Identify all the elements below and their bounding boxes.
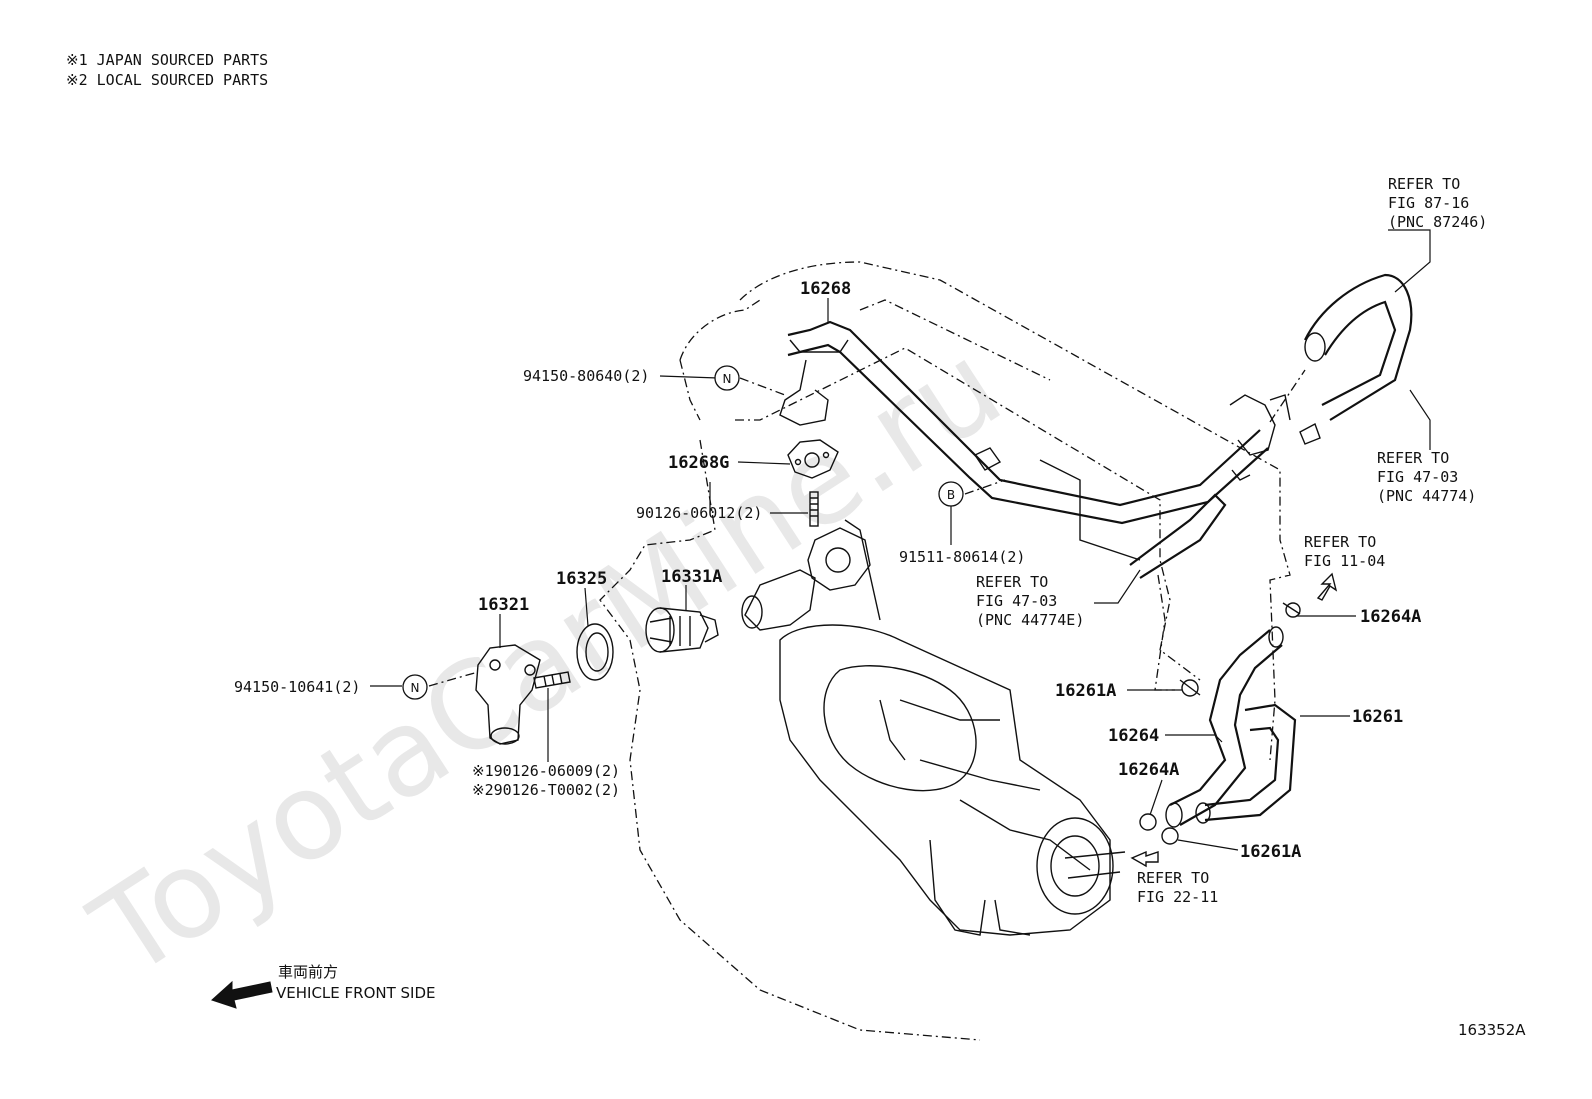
figure-id: 163352A [1458,1021,1526,1039]
orientation-en: VEHICLE FRONT SIDE [276,984,436,1002]
ref-line: REFER TO [1388,175,1460,193]
label-16268G[interactable]: 16268G [668,453,729,473]
clamp-16264A-top [1282,602,1301,618]
ref-line: (PNC 44774E) [976,611,1084,629]
arrow-fig-11-04 [1316,572,1338,601]
mark-n-text: N [723,372,732,386]
ref-line: FIG 47-03 [976,592,1057,610]
ref-fig-22-11[interactable]: REFER TO FIG 22-11 [1137,869,1218,906]
clamp-16264A-bot [1139,813,1157,831]
label-16331A[interactable]: 16331A [661,567,722,587]
dashed-leaders [428,369,1306,691]
label-16264A-top[interactable]: 16264A [1360,607,1421,627]
note-local-sourced: ※2 LOCAL SOURCED PARTS [66,71,268,89]
ref-line: (PNC 44774) [1377,487,1476,505]
water-hose-16261 [1195,703,1297,824]
label-90126-06009[interactable]: ※190126-06009(2) [472,762,620,780]
ref-fig-47-03-a[interactable]: REFER TO FIG 47-03 (PNC 44774) [1377,449,1476,505]
heater-hose-44774E [1129,493,1227,579]
label-16325[interactable]: 16325 [556,569,607,589]
arrow-fig-22-11 [1130,850,1159,868]
label-94150-80640[interactable]: 94150-80640(2) [523,367,649,385]
ref-line: FIG 11-04 [1304,552,1385,570]
label-94150-10641[interactable]: 94150-10641(2) [234,678,360,696]
ref-fig-11-04[interactable]: REFER TO FIG 11-04 [1304,533,1385,570]
label-91511-80614[interactable]: 91511-80614(2) [899,548,1025,566]
arrow-vehicle-front [211,980,273,1009]
gasket-16268G [787,439,839,479]
water-inlet-16321 [475,644,541,745]
water-hose-16264 [1165,626,1284,828]
heater-hose-87246 [1304,273,1413,421]
label-16261A-mid[interactable]: 16261A [1055,681,1116,701]
ref-line: REFER TO [1304,533,1376,551]
mark-b-text: B [947,488,955,502]
water-outlet-housing [741,527,871,631]
label-90126-06012[interactable]: 90126-06012(2) [636,504,762,522]
engine-lower-assembly [779,624,1126,936]
label-90126-T0002[interactable]: ※290126-T0002(2) [472,781,620,799]
ref-line: (PNC 87246) [1388,213,1487,231]
clamp-16261A-mid [1179,679,1201,697]
gasket-16325 [576,623,614,681]
ref-line: REFER TO [1137,869,1209,887]
label-16321[interactable]: 16321 [478,595,529,615]
label-16264[interactable]: 16264 [1108,726,1159,746]
watermark: ToyotaCarMine.ru [69,317,1025,1005]
stud-90126-06009 [533,671,571,689]
label-16261A-bot[interactable]: 16261A [1240,842,1301,862]
orientation-jp: 車両前方 [278,963,338,981]
label-16268[interactable]: 16268 [800,279,851,299]
ref-fig-87-16[interactable]: REFER TO FIG 87-16 (PNC 87246) [1388,175,1487,231]
leader-lines [370,229,1431,851]
thermostat-16331A [645,607,719,653]
note-japan-sourced: ※1 JAPAN SOURCED PARTS [66,51,268,69]
ref-line: FIG 22-11 [1137,888,1218,906]
ref-line: REFER TO [1377,449,1449,467]
ref-line: FIG 87-16 [1388,194,1469,212]
water-bypass-pipe-16268 [779,320,1321,525]
circle-mark-b: B [938,481,964,507]
ref-line: FIG 47-03 [1377,468,1458,486]
label-16264A-bot[interactable]: 16264A [1118,760,1179,780]
label-16261[interactable]: 16261 [1352,707,1403,727]
ref-fig-47-03-b[interactable]: REFER TO FIG 47-03 (PNC 44774E) [976,573,1084,629]
stud-90126-06012 [809,491,819,527]
mark-n-text: N [411,681,420,695]
engine-outline [599,261,1291,1041]
clamp-16261A-bot [1161,827,1179,845]
ref-line: REFER TO [976,573,1048,591]
circle-mark-n-upper: N [714,365,740,391]
circle-mark-n-lower: N [402,674,428,700]
